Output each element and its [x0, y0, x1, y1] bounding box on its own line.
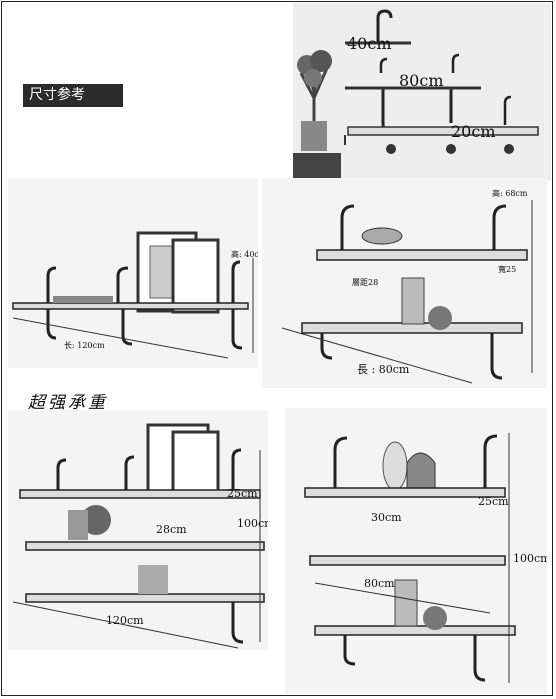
- section-badge: 尺寸参考: [23, 84, 123, 107]
- panel3-height-label: 100cm: [237, 517, 268, 530]
- panel2-height-label: 高: 68cm: [492, 189, 528, 198]
- plant-illustration: [297, 50, 332, 151]
- panel2-length-label: 長 : 80cm: [357, 363, 410, 376]
- section-heading: 超强承重: [28, 393, 108, 413]
- panel2-depth-label: 寬25: [498, 265, 517, 274]
- dim-label-20: 20cm: [451, 122, 496, 141]
- panel4-depth-label: 25cm: [478, 495, 509, 508]
- panel-two-tier: 高: 68cm 層距28 寬25 長 : 80cm: [262, 178, 547, 388]
- panel-long-shelf: 高: 40cm 长: 120cm: [8, 178, 258, 368]
- panel4-length-label: 80cm: [364, 577, 395, 590]
- panel-three-tier-long: 25cm 100cm 28cm 120cm: [8, 410, 268, 650]
- panel1-height-label: 高: 40cm: [231, 250, 258, 259]
- panel3-spacing-label: 28cm: [156, 523, 187, 536]
- dim-label-40: 40cm: [347, 34, 392, 53]
- two-tier-illustration: [281, 200, 533, 384]
- dim-label-80: 80cm: [399, 71, 444, 90]
- panel1-length-label: 长: 120cm: [64, 341, 105, 350]
- shelf-diagram: [293, 9, 539, 180]
- reference-photo: 40cm 80cm 20cm: [293, 3, 551, 180]
- base-block: [293, 153, 341, 180]
- panel4-height-label: 100cm: [513, 552, 547, 565]
- panel4-spacing-label: 30cm: [371, 511, 402, 524]
- three-tier-tall-illustration: [304, 433, 516, 683]
- panel3-length-label: 120cm: [106, 614, 144, 627]
- three-tier-long-illustration: [12, 423, 265, 649]
- long-shelf-illustration: [12, 231, 254, 359]
- panel2-spacing-label: 層距28: [352, 278, 379, 287]
- panel3-depth-label: 25cm: [227, 487, 258, 500]
- panel-three-tier-tall: 25cm 30cm 100cm 80cm: [285, 408, 547, 694]
